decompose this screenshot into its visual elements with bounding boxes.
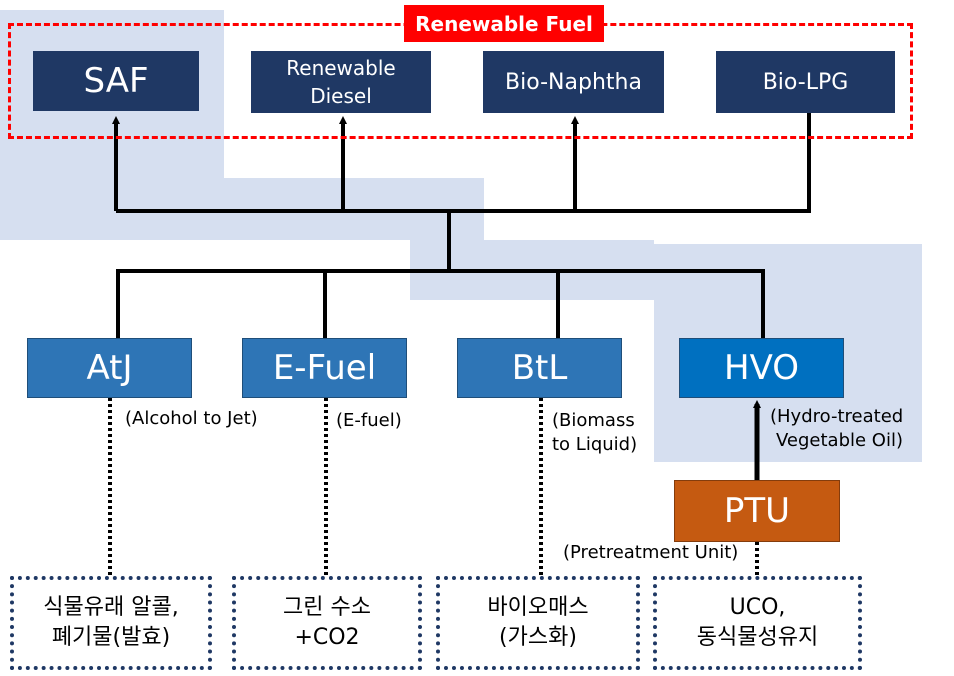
note-btl: (Biomass to Liquid) xyxy=(552,409,637,457)
source-biomass-line1: 바이오매스 xyxy=(487,595,589,620)
pathway-box-hvo: HVO xyxy=(679,338,844,398)
fuel-label-bio-naphtha: Bio-Naphtha xyxy=(505,69,642,95)
source-alcohol-line1: 식물유래 알콜, xyxy=(43,595,179,620)
note-atj: (Alcohol to Jet) xyxy=(125,407,258,431)
source-biomass-line2: (가스화) xyxy=(499,625,577,650)
pathway-box-btl: BtL xyxy=(457,338,622,398)
highlight-region-top xyxy=(0,10,224,240)
fuel-box-renewable-diesel: Renewable Diesel xyxy=(251,51,431,113)
source-box-hydrogen: 그린 수소 +CO2 xyxy=(232,576,422,670)
note-hvo-line2: Vegetable Oil) xyxy=(776,430,903,451)
source-box-alcohol: 식물유래 알콜, 폐기물(발효) xyxy=(10,576,212,670)
ptu-box: PTU xyxy=(674,480,840,542)
source-oil-line2: 동식물성유지 xyxy=(696,625,819,650)
source-alcohol-line2: 폐기물(발효) xyxy=(51,625,171,650)
fuel-label-renewable-diesel-line2: Diesel xyxy=(310,84,372,108)
note-hvo: (Hydro-treated Vegetable Oil) xyxy=(770,405,903,453)
source-hydrogen-line1: 그린 수소 xyxy=(283,595,371,620)
fuel-box-bio-naphtha: Bio-Naphtha xyxy=(483,51,664,113)
source-hydrogen-line2: +CO2 xyxy=(294,625,360,650)
source-oil-line1: UCO, xyxy=(729,595,786,620)
pathway-box-atj: AtJ xyxy=(27,338,192,398)
source-box-oil: UCO, 동식물성유지 xyxy=(653,576,862,670)
note-e-fuel: (E-fuel) xyxy=(336,409,402,433)
fuel-label-bio-lpg: Bio-LPG xyxy=(762,69,849,95)
pathway-box-e-fuel: E-Fuel xyxy=(242,338,407,398)
source-box-biomass: 바이오매스 (가스화) xyxy=(436,576,640,670)
note-e-fuel-text: (E-fuel) xyxy=(336,410,402,431)
fuel-box-saf: SAF xyxy=(33,51,199,111)
renewable-fuel-label: Renewable Fuel xyxy=(404,5,604,42)
note-ptu: (Pretreatment Unit) xyxy=(563,542,739,563)
note-btl-line1: (Biomass xyxy=(552,410,635,431)
fuel-box-bio-lpg: Bio-LPG xyxy=(716,51,895,113)
note-atj-text: (Alcohol to Jet) xyxy=(125,408,258,429)
fuel-label-saf: SAF xyxy=(83,61,149,101)
fuel-label-renewable-diesel-line1: Renewable xyxy=(286,56,396,80)
note-btl-line2: to Liquid) xyxy=(552,434,638,455)
note-hvo-line1: (Hydro-treated xyxy=(770,406,904,427)
